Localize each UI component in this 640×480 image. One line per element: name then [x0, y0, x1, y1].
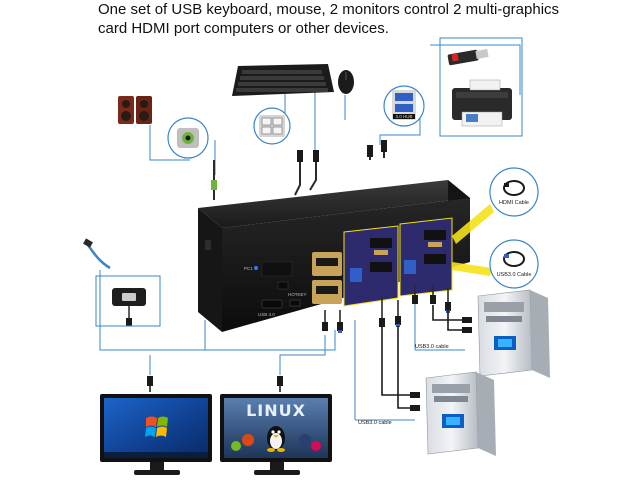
kvm-bottom-plugs: [322, 295, 451, 331]
hdmi-cable-label: HDMI Cable: [499, 200, 529, 206]
monitor-plugs: [147, 376, 283, 386]
keyboard-icon: [232, 64, 334, 96]
hdmi-output-ports: [312, 252, 342, 304]
device-label-usb: USB 3.0: [258, 312, 275, 317]
usb30-cable-label-upper: USB3.0 cable: [415, 344, 449, 350]
headline: One set of USB keyboard, mouse, 2 monito…: [98, 0, 618, 38]
remote-frame: [95, 275, 161, 327]
tower2-plugs: [410, 392, 420, 411]
monitor-os-text: LINUX: [246, 401, 306, 420]
audio-jack-icon: [167, 117, 209, 159]
usb-cable-icon: [83, 238, 111, 270]
remote-switch-icon: [112, 288, 146, 326]
speaker-icon: [118, 96, 152, 124]
usb30-cable-label-lower: USB3.0 cable: [358, 420, 392, 426]
usb-cable-keyboard-icon: [294, 150, 319, 196]
usb3-cable-label: USB3.0 Cable: [497, 272, 532, 278]
monitor-cables: [149, 378, 281, 392]
pc-tower-icon: [477, 289, 550, 378]
usb-cable-hub-icon: [367, 140, 387, 160]
hdmi-cable-icon: HDMI Cable: [489, 167, 539, 217]
audio-cable-icon: [211, 160, 217, 200]
mouse-icon: [338, 70, 354, 94]
usb-port-icon: [253, 107, 291, 145]
monitor-icon: LINUX: [220, 394, 332, 475]
usb-flash-drive-icon: [447, 49, 489, 66]
tower2-cables: [381, 326, 412, 409]
pc1-input-panel: [343, 225, 399, 307]
tower1-cables: [432, 305, 466, 331]
tower1-plugs: [462, 317, 472, 333]
usb3-port-icon: 3.0 HUB: [383, 85, 425, 127]
pc-tower-icon: [425, 371, 496, 456]
monitor-icon: [100, 394, 212, 475]
usb-hub-label: 3.0 HUB: [395, 114, 412, 119]
device-label-pc1: PC1: [244, 266, 253, 271]
pc2-input-panel: [399, 217, 453, 297]
kvm-front-controls: PC1 USB 3.0 HOTKEY: [244, 261, 307, 317]
callout-beams: [452, 204, 494, 276]
headline-line-1: One set of USB keyboard, mouse, 2 monito…: [98, 1, 560, 18]
peripherals-frame: [439, 37, 523, 137]
usb3-cable-icon: USB3.0 Cable: [489, 239, 539, 289]
device-label-hotkey: HOTKEY: [288, 292, 307, 297]
printer-icon: [452, 79, 512, 127]
headline-line-2: card HDMI port computers or other device…: [98, 20, 389, 37]
